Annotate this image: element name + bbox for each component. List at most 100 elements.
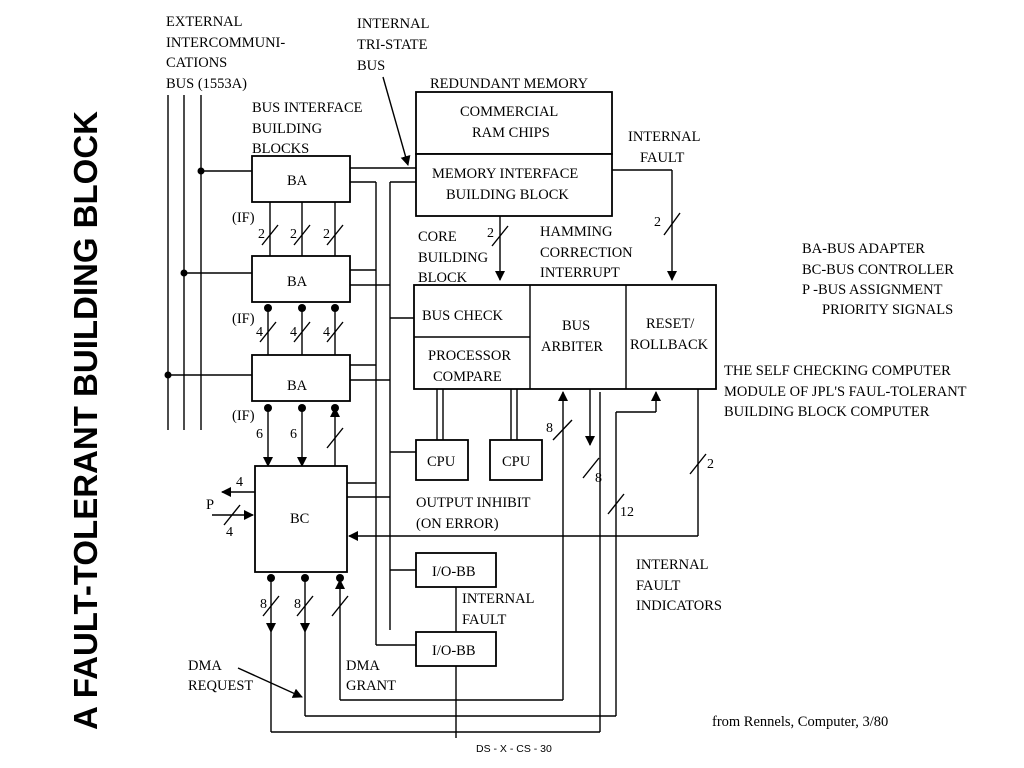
svg-text:BUS INTERFACE: BUS INTERFACE: [252, 100, 363, 116]
svg-text:BUS: BUS: [357, 58, 385, 74]
svg-text:BUS (1553A): BUS (1553A): [166, 76, 247, 92]
svg-text:INTERNAL: INTERNAL: [636, 557, 709, 573]
svg-text:DMA: DMA: [188, 658, 222, 674]
hamming-label: HAMMING CORRECTION INTERRUPT: [540, 224, 633, 281]
width-p-in: 4: [226, 525, 233, 540]
svg-text:4: 4: [290, 325, 297, 340]
io-bb-box-1: [415, 552, 497, 588]
svg-text:FAULT: FAULT: [636, 578, 680, 594]
svg-text:CORRECTION: CORRECTION: [540, 245, 633, 261]
svg-text:FAULT: FAULT: [640, 150, 684, 166]
external-bus-lines: [164, 95, 252, 430]
width-arb-in: 8: [546, 421, 553, 436]
svg-text:2: 2: [323, 227, 330, 242]
memory-interface-text-2: BUILDING BLOCK: [446, 187, 569, 203]
svg-text:CATIONS: CATIONS: [166, 55, 227, 71]
svg-text:8: 8: [260, 597, 267, 612]
io-bb-text-1: I/O-BB: [432, 564, 476, 580]
svg-text:P -BUS ASSIGNMENT: P -BUS ASSIGNMENT: [802, 282, 943, 298]
ba-box-1: [251, 155, 351, 203]
svg-text:8: 8: [294, 597, 301, 612]
external-bus-label: EXTERNAL INTERCOMMUNI- CATIONS BUS (1553…: [166, 14, 285, 92]
svg-text:BA-BUS ADAPTER: BA-BUS ADAPTER: [802, 241, 925, 257]
svg-text:FAULT: FAULT: [462, 612, 506, 628]
core-bb-label: CORE BUILDING BLOCK: [418, 229, 489, 286]
internal-fault-io-label: INTERNAL FAULT: [462, 591, 535, 628]
svg-text:INDICATORS: INDICATORS: [636, 598, 722, 614]
if-label-1: (IF): [232, 210, 255, 226]
svg-text:2: 2: [258, 227, 265, 242]
svg-text:DMA: DMA: [346, 658, 380, 674]
svg-text:4: 4: [256, 325, 263, 340]
svg-text:6: 6: [256, 427, 263, 442]
svg-text:6: 6: [290, 427, 297, 442]
ba-box-2: [251, 255, 351, 303]
svg-text:INTERNAL: INTERNAL: [628, 129, 701, 145]
svg-text:INTERNAL: INTERNAL: [462, 591, 535, 607]
cpu-text-2: CPU: [502, 454, 531, 470]
ba3-bc-links: 6 6: [256, 404, 344, 467]
dma-grant-label: DMA GRANT: [346, 658, 396, 694]
width-reset-bc: 2: [707, 457, 714, 472]
commercial-ram-text-1: COMMERCIAL: [460, 104, 558, 120]
svg-text:TRI-STATE: TRI-STATE: [357, 37, 428, 53]
bc-box: [254, 465, 348, 573]
width-mem-core: 2: [487, 226, 494, 241]
output-inhibit-label: OUTPUT INHIBIT (ON ERROR): [416, 495, 531, 532]
memory-interface-box: [415, 153, 613, 217]
svg-text:BC-BUS CONTROLLER: BC-BUS CONTROLLER: [802, 262, 954, 278]
svg-text:REQUEST: REQUEST: [188, 678, 253, 694]
reset-rollback-text-2: ROLLBACK: [630, 337, 709, 353]
bc-bottom-links: 8 8: [260, 392, 616, 733]
svg-text:BLOCK: BLOCK: [418, 270, 468, 286]
caption: THE SELF CHECKING COMPUTER MODULE OF JPL…: [724, 363, 967, 420]
source-citation: from Rennels, Computer, 3/80: [712, 714, 888, 730]
internal-bus-label: INTERNAL TRI-STATE BUS: [357, 16, 430, 166]
cpu-box-1: [415, 439, 469, 481]
svg-text:INTERCOMMUNI-: INTERCOMMUNI-: [166, 35, 285, 51]
ba-text-2: BA: [287, 274, 308, 290]
svg-text:INTERNAL: INTERNAL: [357, 16, 430, 32]
if-label-3: (IF): [232, 408, 255, 424]
reset-rollback-text-1: RESET/: [646, 316, 695, 332]
svg-text:(ON ERROR): (ON ERROR): [416, 516, 499, 532]
svg-text:4: 4: [323, 325, 330, 340]
width-p-out: 4: [236, 475, 243, 490]
processor-compare-text-2: COMPARE: [433, 369, 502, 385]
svg-text:PRIORITY SIGNALS: PRIORITY SIGNALS: [822, 302, 953, 318]
svg-text:EXTERNAL: EXTERNAL: [166, 14, 243, 30]
svg-text:OUTPUT INHIBIT: OUTPUT INHIBIT: [416, 495, 531, 511]
legend: BA-BUS ADAPTER BC-BUS CONTROLLER P -BUS …: [802, 241, 954, 318]
redundant-memory-label: REDUNDANT MEMORY: [430, 76, 589, 92]
width-fault-reset: 2: [654, 215, 661, 230]
internal-tristate-bus: [347, 167, 416, 646]
bus-arbiter-text-1: BUS: [562, 318, 590, 334]
io-bb-text-2: I/O-BB: [432, 643, 476, 659]
ba-text-1: BA: [287, 173, 308, 189]
ba2-ba3-links: 4 4 4: [256, 304, 344, 355]
svg-text:BUILDING: BUILDING: [252, 121, 323, 137]
width-indicators: 12: [620, 505, 634, 520]
ba1-ba2-links: 2 2 2: [258, 202, 344, 256]
dma-request-label: DMA REQUEST: [188, 658, 253, 694]
memory-interface-text-1: MEMORY INTERFACE: [432, 166, 578, 182]
internal-fault-indicators-label: INTERNAL FAULT INDICATORS: [636, 557, 722, 614]
svg-text:MODULE OF JPL'S FAUL-TOLERANT: MODULE OF JPL'S FAUL-TOLERANT: [724, 384, 967, 400]
commercial-ram-text-2: RAM CHIPS: [472, 125, 550, 141]
svg-text:CORE: CORE: [418, 229, 457, 245]
bc-text: BC: [290, 511, 309, 527]
cpu-text-1: CPU: [427, 454, 456, 470]
p-label: P: [206, 497, 214, 513]
cpu-box-2: [489, 439, 543, 481]
svg-text:HAMMING: HAMMING: [540, 224, 613, 240]
bus-check-text: BUS CHECK: [422, 308, 504, 324]
svg-text:INTERRUPT: INTERRUPT: [540, 265, 620, 281]
svg-text:BUILDING: BUILDING: [418, 250, 489, 266]
processor-compare-text-1: PROCESSOR: [428, 348, 511, 364]
svg-text:GRANT: GRANT: [346, 678, 396, 694]
page-title: A FAULT-TOLERANT BUILDING BLOCK: [67, 111, 104, 730]
slide-footer: DS - X - CS - 30: [476, 743, 552, 755]
if-label-2: (IF): [232, 311, 255, 327]
ba-box-3: [251, 354, 351, 402]
